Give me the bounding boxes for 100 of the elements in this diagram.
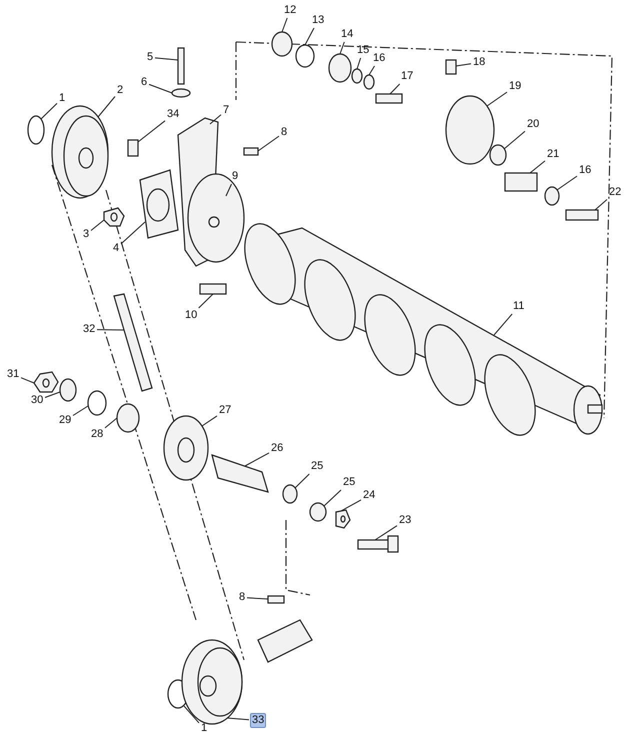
leader-line (368, 66, 375, 76)
grease-fitting-drawing (445, 59, 457, 75)
callout-number: 28 (90, 428, 104, 441)
washer-drawing (351, 68, 363, 84)
leader-line (20, 377, 34, 384)
leader-line (294, 474, 310, 488)
callout-number: 29 (58, 414, 72, 427)
pulley-drawing (51, 105, 109, 199)
leader-line (98, 96, 116, 118)
callout-number: 10 (184, 309, 198, 322)
bearing-drawing (116, 403, 140, 433)
belt-drawing (113, 293, 153, 392)
washer-drawing (171, 88, 191, 98)
callout-number: 8 (238, 591, 246, 604)
leader-line (456, 63, 472, 66)
leader-line (72, 406, 88, 416)
bolt-drawing (375, 93, 403, 104)
callout-number: 21 (546, 148, 560, 161)
leader-line (356, 58, 362, 70)
leader-line (594, 199, 608, 210)
callout-number: 16 (578, 164, 592, 177)
spring-drawing (127, 139, 139, 157)
leader-line (324, 490, 342, 506)
nut-drawing (33, 371, 59, 393)
washer-drawing (309, 502, 327, 522)
callout-number: 25 (342, 476, 356, 489)
callout-number: 31 (6, 368, 20, 381)
callout-number: 8 (280, 126, 288, 139)
leader-line (504, 130, 526, 150)
washer-drawing (59, 378, 77, 402)
leader-line (390, 84, 400, 94)
leader-line (244, 452, 270, 466)
callout-number: 7 (222, 104, 230, 117)
leader-line (44, 392, 60, 398)
snap-ring-drawing (87, 390, 107, 416)
callout-number: 34 (166, 108, 180, 121)
leader-line (120, 222, 146, 244)
callout-number: 4 (112, 242, 120, 255)
plate-drawing (445, 95, 495, 165)
nut-drawing (103, 207, 125, 227)
callout-number: 26 (270, 442, 284, 455)
leader-line (494, 314, 513, 336)
snap-ring-drawing (295, 44, 315, 68)
leader-line (282, 18, 288, 32)
leader-line (304, 28, 314, 46)
leader-line (90, 220, 104, 231)
callout-number: 6 (140, 76, 148, 89)
callout-number: 1 (58, 92, 66, 105)
plate-drawing (187, 173, 245, 263)
callout-number: 20 (526, 118, 540, 131)
pulley-drawing (163, 415, 209, 481)
nut-drawing (335, 509, 351, 529)
washer-drawing (489, 144, 507, 166)
callout-number: 1 (200, 722, 208, 735)
callout-number: 2 (116, 84, 124, 97)
leader-line (226, 718, 250, 720)
washer-drawing (544, 186, 560, 206)
bearing-drawing (328, 53, 352, 83)
callout-number: 19 (508, 80, 522, 93)
pin-drawing (565, 209, 599, 221)
leader-line (246, 597, 268, 600)
leader-line (104, 418, 118, 428)
spacer-drawing (504, 172, 538, 192)
snap-ring-drawing (27, 115, 45, 145)
callout-number: 18 (472, 56, 486, 69)
leader-line (374, 525, 398, 540)
callout-number: 13 (311, 14, 326, 27)
leader-line (96, 329, 124, 330)
leader-line (202, 415, 218, 426)
bolt-drawing (357, 535, 399, 553)
leader-line (486, 92, 508, 106)
leader-line (138, 120, 166, 142)
leader-line (340, 499, 362, 512)
leader-line (530, 160, 546, 174)
leader-line (184, 706, 200, 724)
pin-drawing (199, 283, 227, 295)
leader-line (556, 176, 578, 190)
pulley-drawing (181, 639, 243, 725)
callout-number: 27 (218, 404, 232, 417)
callout-number: 12 (283, 4, 298, 17)
washer-drawing (282, 484, 298, 504)
callout-number: 14 (340, 28, 354, 41)
leader-line (226, 184, 232, 196)
leader-line (210, 114, 222, 124)
callout-number: 22 (608, 186, 622, 199)
callout-number: 33 (250, 713, 266, 728)
callout-number: 15 (356, 44, 370, 57)
flange-bearing-drawing (139, 169, 179, 239)
leader-line (40, 102, 58, 120)
key-drawing (243, 147, 259, 156)
bolt-drawing (177, 47, 185, 85)
callout-number: 25 (310, 460, 324, 473)
callout-number: 5 (146, 51, 154, 64)
callout-number: 17 (400, 70, 414, 83)
leader-line (154, 57, 178, 60)
shaft-drawing (211, 454, 269, 493)
key-drawing (267, 595, 285, 604)
bearing-drawing (271, 31, 293, 57)
callout-number: 11 (512, 300, 526, 313)
callout-number: 3 (82, 228, 90, 241)
